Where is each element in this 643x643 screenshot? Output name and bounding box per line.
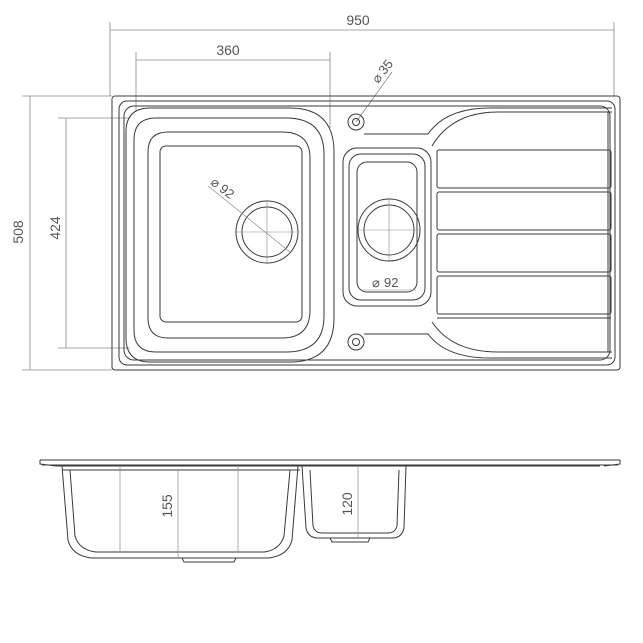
tap-hole-diameter-value: 35: [375, 57, 396, 78]
sink-top-view: [111, 95, 621, 371]
tap-hole-diameter-label: ⌀ 35: [369, 57, 397, 86]
small-waste-diameter-label: ⌀ 92: [362, 275, 416, 291]
drainer-top: [364, 107, 612, 359]
tap-hole-icon: [347, 113, 365, 131]
small-bowl-height-label: 120: [339, 492, 355, 516]
small-waste-icon: [357, 198, 421, 262]
dimension-lines-top: [22, 22, 615, 371]
main-waste-icon: [207, 185, 299, 264]
small-bowl-top: [342, 147, 432, 307]
main-bowl-profile: [61, 465, 299, 563]
main-bowl-height-label: 155: [159, 494, 175, 518]
dimension-lines-side: [119, 466, 359, 558]
main-waste-diameter-value: 92: [217, 181, 238, 202]
overall-width-label: 950: [346, 12, 370, 28]
main-bowl-width-label: 360: [216, 42, 240, 58]
sink-side-view: [39, 459, 621, 563]
svg-text:⌀: ⌀: [372, 275, 380, 290]
small-bowl-profile: [301, 465, 407, 543]
overall-depth-label: 508: [10, 220, 26, 244]
overflow-hole-icon: [347, 333, 365, 351]
bowl-depth-label: 424: [47, 216, 63, 240]
small-waste-diameter-value: 92: [384, 275, 398, 290]
main-bowl-top: [125, 107, 335, 363]
